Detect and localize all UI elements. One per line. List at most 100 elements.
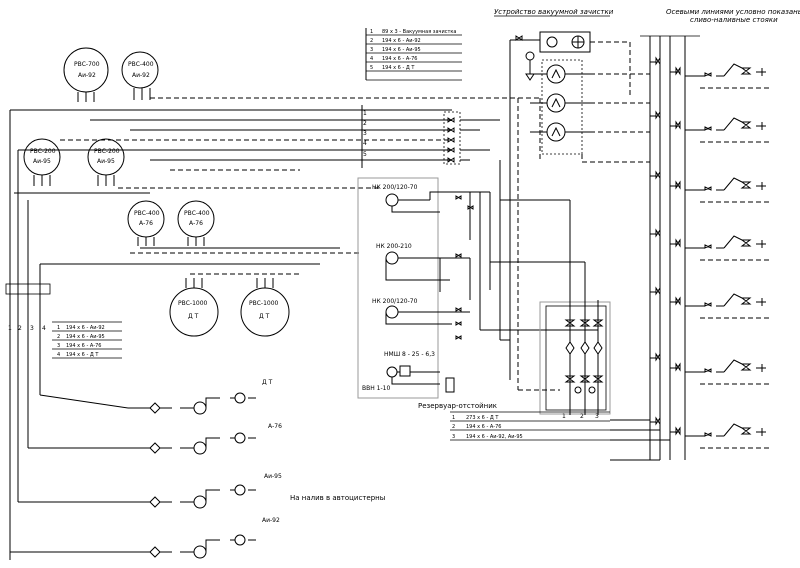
axes-title-line1: Осевыми линиями условно показаны [666,8,800,16]
svg-text:2: 2 [18,325,22,332]
svg-text:2: 2 [580,413,584,420]
tank-valves [33,88,274,288]
riser-1[interactable] [650,56,770,89]
svg-text:Резервуар-отстойник: Резервуар-отстойник [418,402,497,410]
svg-text:194 х 6 - Аи-92: 194 х 6 - Аи-92 [382,38,421,44]
tank-rvs-400-ai92[interactable]: РВС-400 Аи-92 [121,51,159,89]
pump-nk-200-210[interactable]: НК 200-210 [376,243,470,292]
svg-text:А-76: А-76 [139,220,153,227]
pipes-upper [10,97,540,275]
svg-text:РВС-200: РВС-200 [30,148,56,155]
svg-text:3: 3 [595,413,599,420]
svg-text:НК 200-210: НК 200-210 [376,243,412,250]
settler-tank[interactable]: Резервуар-отстойник [418,377,497,410]
svg-text:А-76: А-76 [268,423,282,430]
tank-rvs-1000-dt-b[interactable]: РВС-1000 Д Т [240,287,290,337]
svg-text:1: 1 [370,29,373,35]
pump-nk-200-120-70-b[interactable]: НК 200/120-70 [372,298,470,325]
svg-text:4: 4 [363,140,367,147]
vacuum-pumps[interactable] [530,59,650,163]
svg-text:194 х 6 - А-76: 194 х 6 - А-76 [466,424,501,430]
svg-text:1: 1 [452,415,455,421]
svg-text:2: 2 [57,334,60,340]
filling-risers [650,56,770,449]
svg-text:3: 3 [452,434,455,440]
legend-top: 1 89 х 3 - Вакуумная зачистка 2 194 х 6 … [365,28,462,81]
svg-text:4: 4 [57,352,60,358]
svg-text:Аи-92: Аи-92 [78,72,96,79]
svg-text:НМШ 8 - 25 - 6,3: НМШ 8 - 25 - 6,3 [384,351,435,358]
pump-vvn-label: ВВН 1-10 [362,385,390,392]
svg-text:1: 1 [57,325,60,331]
legend-bottom: 1 273 х 6 - Д Т 2 194 х 6 - А-76 3 194 х… [450,411,610,441]
svg-text:РВС-200: РВС-200 [94,148,120,155]
svg-text:Д Т: Д Т [188,313,199,320]
svg-text:194 х 6 - Аи-92: 194 х 6 - Аи-92 [66,325,105,331]
valve-rack: 1 2 3 [539,200,611,420]
tank-rvs-1000-dt-a[interactable]: РВС-1000 Д Т [169,287,219,337]
svg-text:НК 200/120-70: НК 200/120-70 [372,298,418,305]
svg-text:Аи-95: Аи-95 [264,473,282,480]
pipes-manifold-right [460,40,598,391]
pump-nmsh[interactable]: НМШ 8 - 25 - 6,3 [384,351,440,385]
svg-text:5: 5 [363,151,367,158]
svg-text:194 х 6 - Д Т: 194 х 6 - Д Т [66,352,99,358]
svg-text:3: 3 [30,325,34,332]
tank-rvs-400-a76-b[interactable]: РВС-400 А-76 [177,200,215,238]
svg-text:1: 1 [562,413,566,420]
tank-rvs-200-ai95-a[interactable]: РВС-200 Аи-95 [23,138,61,176]
svg-text:194 х 6 - Аи-95: 194 х 6 - Аи-95 [66,334,105,340]
riser-3[interactable] [650,170,770,203]
svg-text:1: 1 [363,110,367,117]
svg-text:Аи-92: Аи-92 [262,517,280,524]
riser-7[interactable] [650,416,770,449]
svg-text:3: 3 [57,343,60,349]
svg-text:273 х 6 - Д Т: 273 х 6 - Д Т [466,415,499,421]
svg-text:4: 4 [370,56,373,62]
svg-text:3: 3 [363,130,367,137]
svg-text:4: 4 [42,325,46,332]
svg-text:2: 2 [363,120,367,127]
svg-text:НК 200/120-70: НК 200/120-70 [372,184,418,191]
svg-text:194 х 6 - А-76: 194 х 6 - А-76 [66,343,101,349]
legend-left: 1 2 3 4 1 194 х 6 - Аи-92 2 194 х 6 - Аи… [8,321,122,359]
tank-rvs-700[interactable]: РВС-700 Аи-92 [63,47,109,93]
pipes-to-stand [610,419,670,461]
svg-text:РВС-400: РВС-400 [128,61,154,68]
svg-text:1: 1 [8,325,12,332]
svg-text:194 х 6 - А-76: 194 х 6 - А-76 [382,56,417,62]
svg-text:Д Т: Д Т [259,313,270,320]
tank-rvs-200-ai95-b[interactable]: РВС-200 Аи-95 [87,138,125,176]
valve-manifold-center[interactable] [443,111,461,165]
svg-text:Д Т: Д Т [262,379,273,386]
tank-rvs-400-a76-a[interactable]: РВС-400 А-76 [127,200,165,238]
svg-text:РВС-1000: РВС-1000 [249,300,279,307]
svg-text:Аи-95: Аи-95 [97,158,115,165]
riser-2[interactable] [650,110,770,143]
riser-6[interactable] [650,352,770,385]
left-collectors [5,110,51,560]
svg-text:5: 5 [370,65,373,71]
vacuum-unit[interactable] [510,31,631,95]
axes-title-line2: сливо-наливные стояки [690,16,778,24]
svg-text:РВС-400: РВС-400 [134,210,160,217]
svg-text:2: 2 [452,424,455,430]
riser-4[interactable] [650,228,770,261]
svg-text:А-76: А-76 [189,220,203,227]
svg-text:89 х 3 - Вакуумная зачистка: 89 х 3 - Вакуумная зачистка [382,29,456,35]
vacuum-title: Устройство вакуумной зачистки [494,8,614,16]
svg-text:194 х 6 - Д Т: 194 х 6 - Д Т [382,65,415,71]
svg-text:РВС-1000: РВС-1000 [178,300,208,307]
top-pipe-numbers: 1 2 3 4 5 [361,105,367,168]
svg-text:194 х 6 - Аи-95: 194 х 6 - Аи-95 [382,47,421,53]
svg-text:3: 3 [370,47,373,53]
svg-text:Аи-95: Аи-95 [33,158,51,165]
riser-5[interactable] [650,286,770,319]
road-tank-label: На налив в автоцистерны [290,494,385,502]
pump-station: НК 200/120-70 НК 200-210 НК 200/120-70 Н… [357,177,497,410]
filling-lines: Д Т А-76 Аи-95 Аи-92 На налив в автоцист… [10,379,385,559]
valves-pump-right [455,160,501,340]
svg-text:РВС-400: РВС-400 [184,210,210,217]
pump-nk-200-120-70-a[interactable]: НК 200/120-70 [372,184,490,213]
